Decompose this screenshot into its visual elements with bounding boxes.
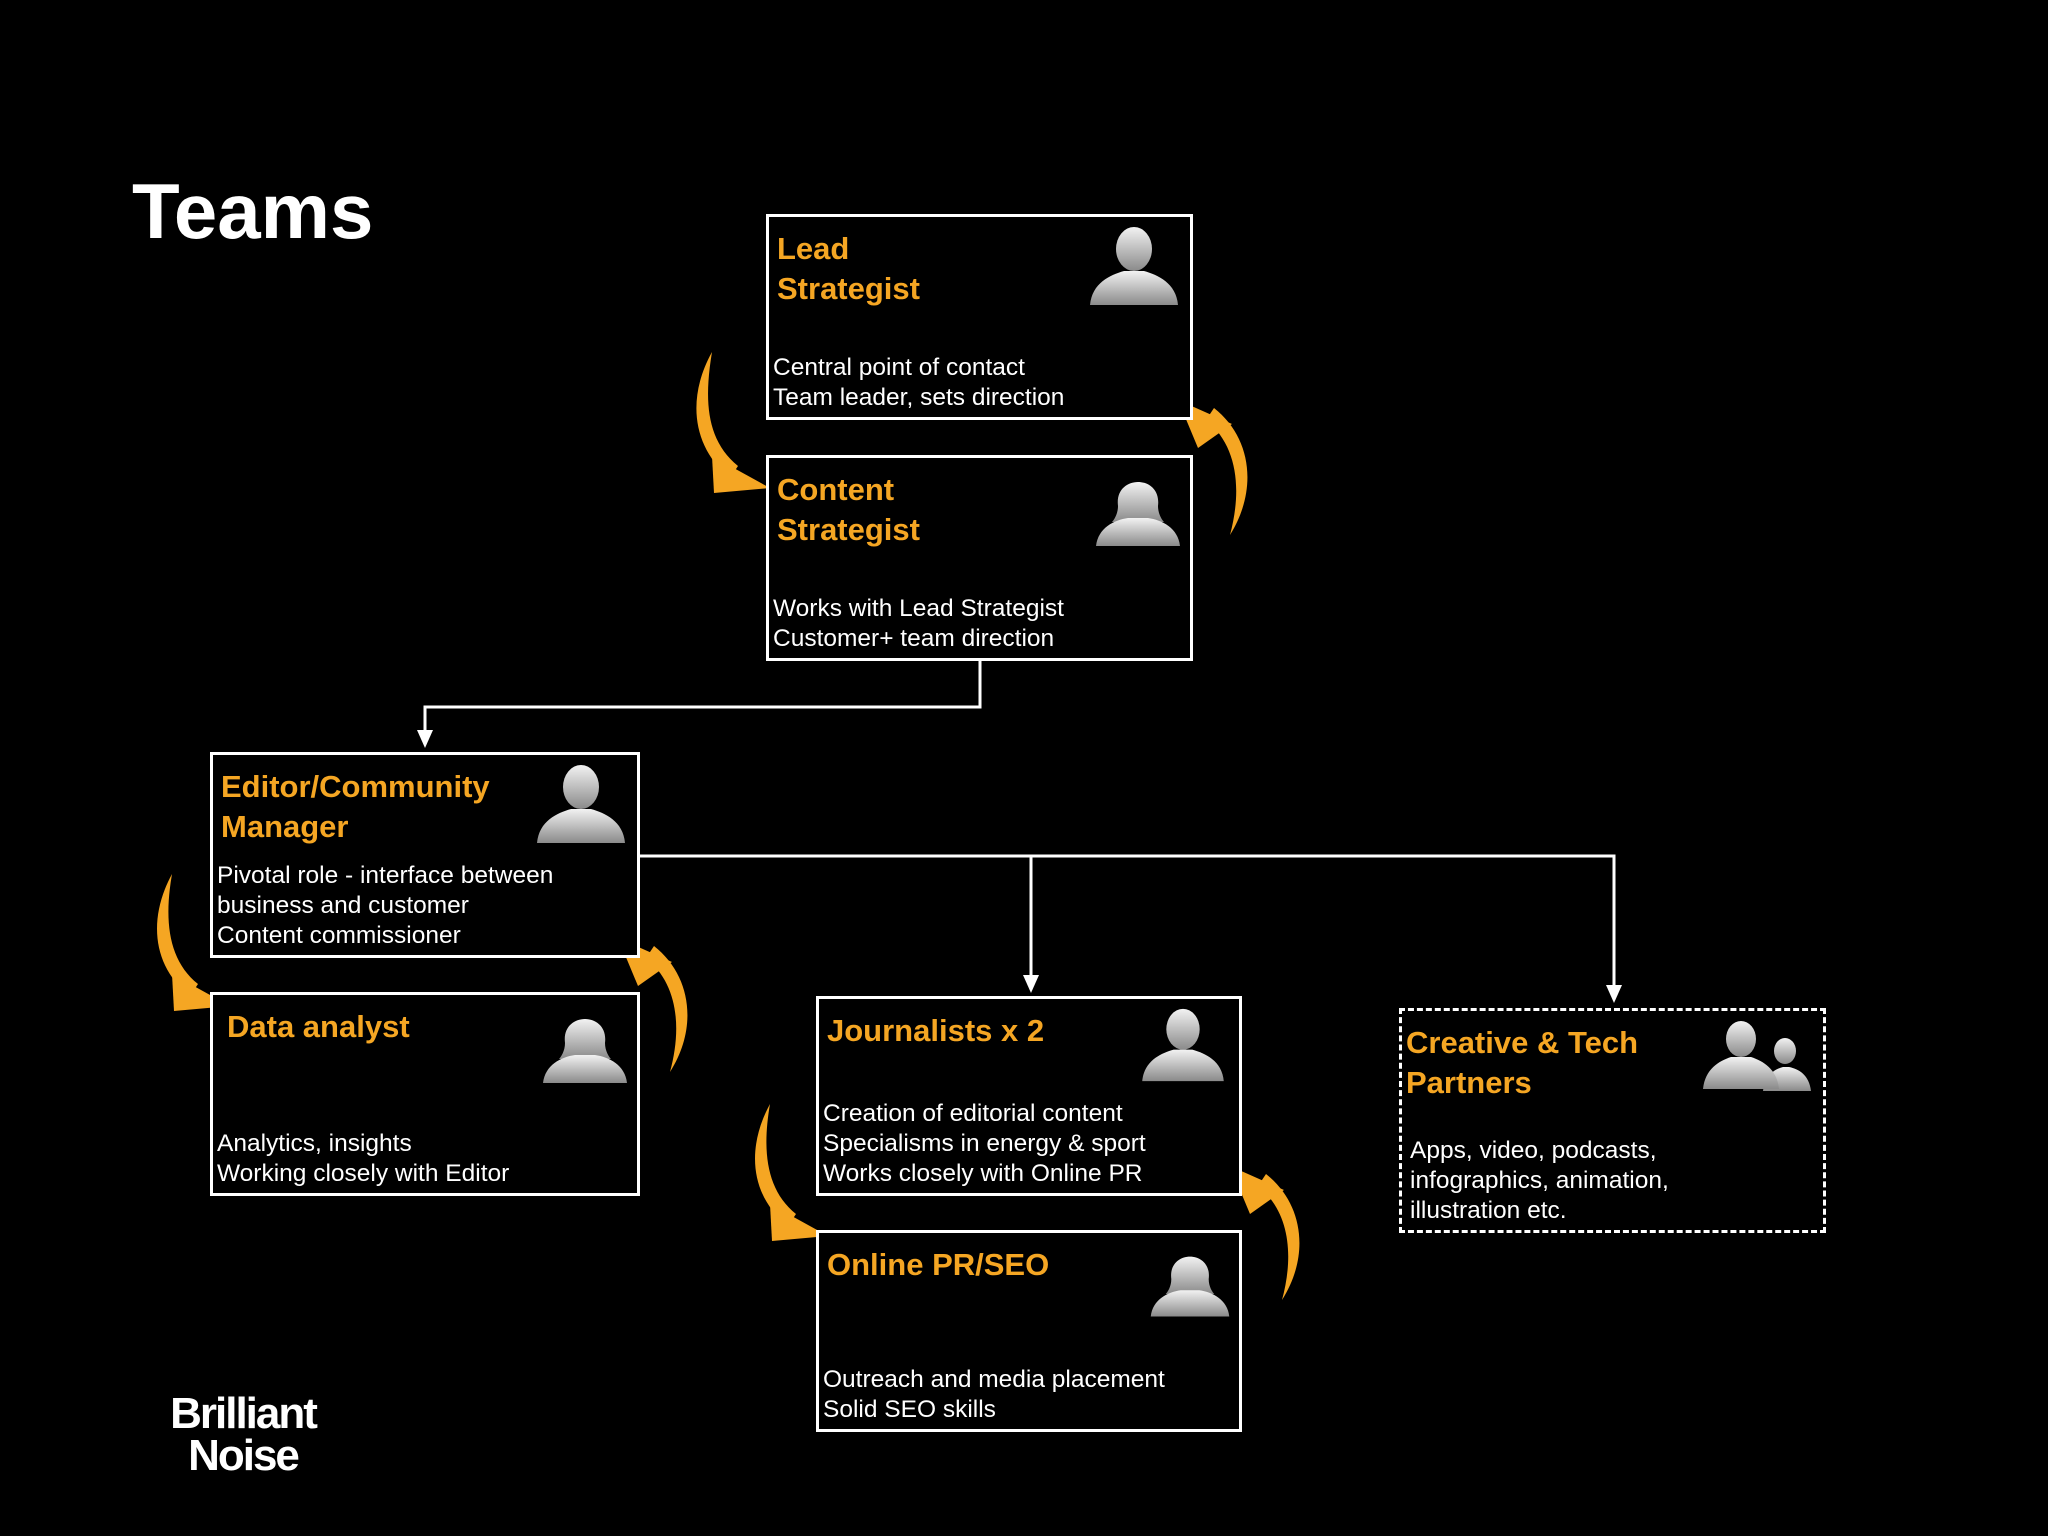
arrowhead-creative xyxy=(1606,985,1622,1003)
node-description: Creation of editorial content Specialism… xyxy=(823,1100,1146,1187)
female-person-icon xyxy=(1147,1241,1233,1324)
node-data-analyst: Data analyst Analytics, insights Working… xyxy=(210,992,640,1196)
arrowhead-editor xyxy=(417,730,433,748)
connector-content-to-editor xyxy=(423,660,982,735)
node-journalists: Journalists x 2 Creation of editorial co… xyxy=(816,996,1242,1196)
male-person-icon xyxy=(1133,1007,1233,1088)
node-description: Analytics, insights Working closely with… xyxy=(217,1130,510,1187)
node-creative-tech-partners: Creative & Tech Partners Apps, video, po… xyxy=(1399,1008,1826,1233)
brilliant-noise-logo: Brilliant Noise xyxy=(148,1389,338,1480)
male-person-icon xyxy=(531,763,631,850)
arrowhead-journalists xyxy=(1023,975,1039,993)
logo-line-2: Noise xyxy=(188,1431,300,1480)
node-content-strategist: Content Strategist Works with Lead Strat… xyxy=(766,455,1193,661)
page-title: Teams xyxy=(132,167,374,255)
node-title: Journalists x 2 xyxy=(827,1013,1045,1048)
node-description: Apps, video, podcasts, infographics, ani… xyxy=(1410,1137,1669,1224)
node-title: Content Strategist xyxy=(777,472,920,547)
connector-editor-branch xyxy=(638,854,1616,990)
node-description: Central point of contact Team leader, se… xyxy=(773,354,1065,411)
node-title: Creative & Tech Partners xyxy=(1406,1025,1639,1100)
node-title: Data analyst xyxy=(227,1009,410,1044)
node-lead-strategist: Lead Strategist Central point of contact… xyxy=(766,214,1193,420)
logo-line-1: Brilliant xyxy=(170,1389,318,1438)
node-description: Outreach and media placement Solid SEO s… xyxy=(823,1366,1165,1423)
female-person-icon xyxy=(1092,466,1184,553)
node-editor: Editor/Community Manager Pivotal role - … xyxy=(210,752,640,958)
node-title: Lead Strategist xyxy=(777,231,920,306)
node-title: Editor/Community Manager xyxy=(221,769,490,844)
node-description: Works with Lead Strategist Customer+ tea… xyxy=(773,595,1064,652)
node-online-pr-seo: Online PR/SEO Outreach and media placeme… xyxy=(816,1230,1242,1432)
male-person-icon xyxy=(1084,225,1184,312)
female-person-icon xyxy=(539,1003,631,1090)
node-description: Pivotal role - interface between busines… xyxy=(217,862,554,949)
curved-arrow-lead-to-content xyxy=(696,352,770,493)
group-people-icon xyxy=(1697,1019,1817,1096)
node-title: Online PR/SEO xyxy=(827,1247,1050,1282)
